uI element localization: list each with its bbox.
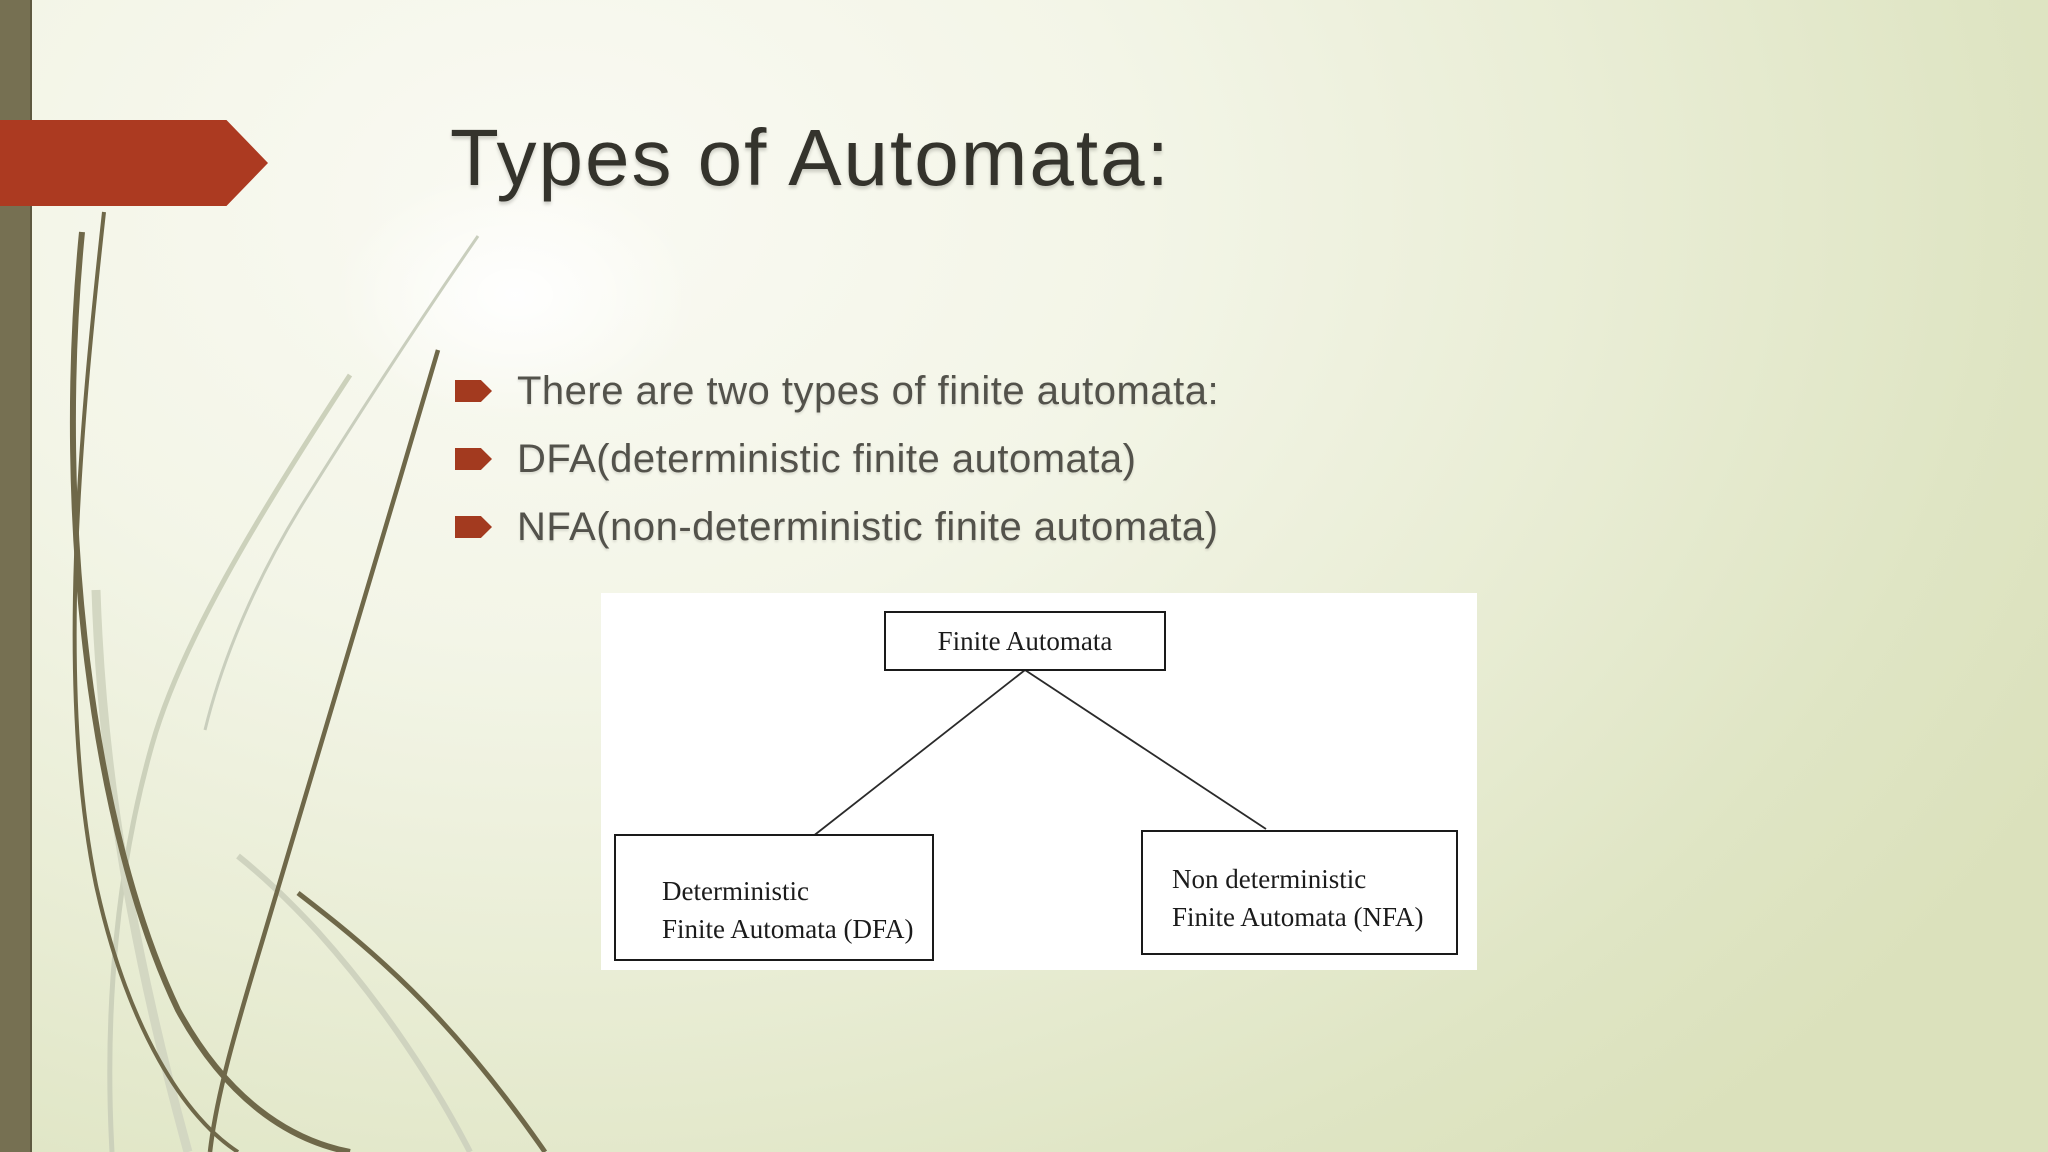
bullet-arrow-icon (455, 516, 492, 538)
bullet-item: There are two types of finite automata: (455, 357, 1219, 425)
node-dfa-label-line1: Deterministic (662, 876, 809, 906)
bullet-item: NFA(non-deterministic finite automata) (455, 493, 1219, 561)
bullet-text: DFA(deterministic finite automata) (517, 436, 1137, 481)
node-dfa-label-line2: Finite Automata (DFA) (662, 914, 913, 944)
slide-title: Types of Automata: (450, 113, 1171, 202)
title-arrow-accent (0, 120, 268, 206)
node-nfa-label-line2: Finite Automata (NFA) (1172, 902, 1423, 932)
bullet-item: DFA(deterministic finite automata) (455, 425, 1219, 493)
bullet-text: NFA(non-deterministic finite automata) (517, 504, 1219, 549)
bullet-arrow-icon (455, 380, 492, 402)
edge-root-to-nfa (1024, 669, 1267, 830)
node-finite-automata (884, 611, 1166, 671)
node-nfa (1141, 830, 1458, 955)
finite-automata-diagram: Finite Automata Deterministic Finite Aut… (601, 593, 1477, 970)
node-dfa (614, 834, 934, 961)
bullet-arrow-icon (455, 448, 492, 470)
edge-root-to-dfa (811, 669, 1026, 838)
node-finite-automata-label: Finite Automata (938, 626, 1113, 656)
node-nfa-label-line1: Non deterministic (1172, 864, 1366, 894)
bullet-text: There are two types of finite automata: (517, 368, 1220, 413)
bullet-list: There are two types of finite automata: … (455, 357, 1219, 561)
